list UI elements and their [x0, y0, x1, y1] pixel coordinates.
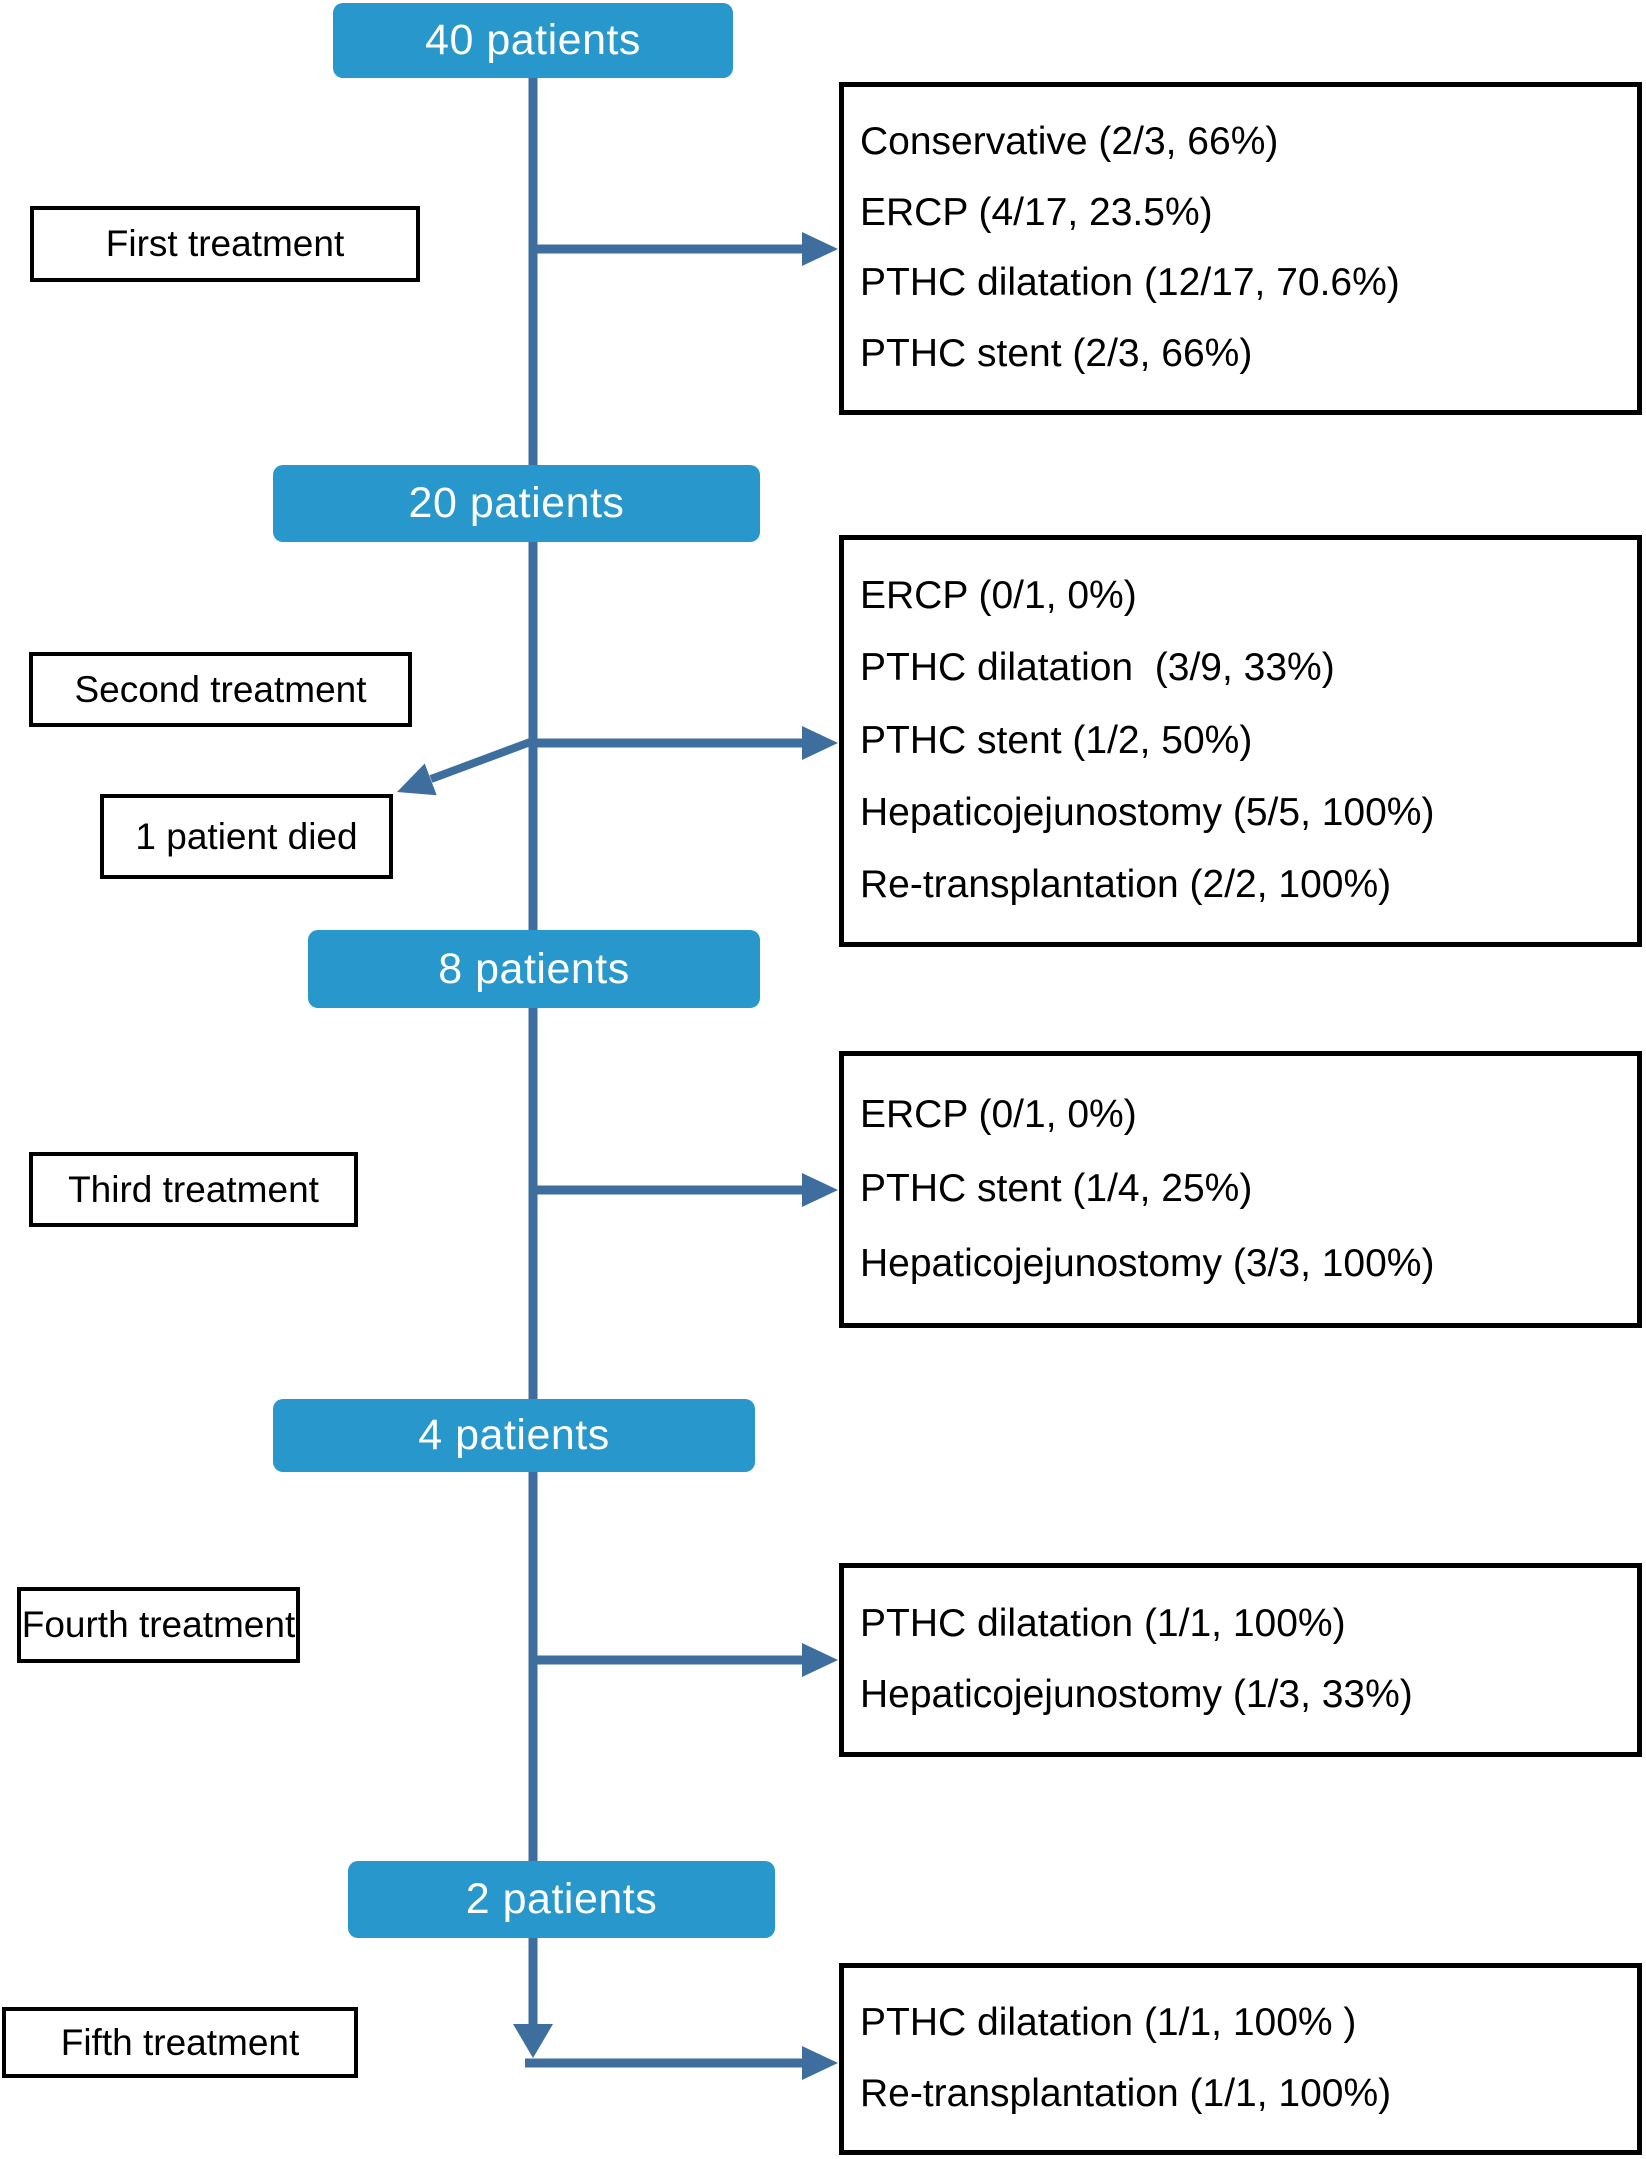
diagonal-arrow-to-died	[429, 737, 535, 783]
outcomes-box-fifth-treatment: PTHC dilatation (1/1, 100% ) Re-transpla…	[839, 1963, 1642, 2155]
treatment-label: Third treatment	[68, 1168, 319, 1210]
stage-box-8-patients: 8 patients	[308, 930, 760, 1008]
branch-arrowhead-third	[802, 1173, 838, 1207]
branch-arrowhead-fifth	[802, 2046, 838, 2080]
outcome-item: PTHC dilatation (1/1, 100% )	[860, 2001, 1357, 2045]
stage-box-4-patients: 4 patients	[273, 1399, 755, 1472]
stage-label: 40 patients	[425, 16, 641, 64]
outcome-item: Conservative (2/3, 66%)	[860, 119, 1279, 163]
stage-label: 2 patients	[465, 1875, 658, 1923]
outcome-item: ERCP (4/17, 23.5%)	[860, 190, 1213, 234]
outcome-item: Re-transplantation (2/2, 100%)	[860, 862, 1392, 906]
label-box-patient-died: 1 patient died	[100, 794, 393, 879]
outcome-item: PTHC stent (1/2, 50%)	[860, 718, 1253, 762]
diagonal-arrowhead-to-died	[397, 763, 437, 796]
branch-arrowhead-second	[802, 726, 838, 760]
label-box-first-treatment: First treatment	[30, 206, 420, 282]
treatment-label: Fourth treatment	[21, 1604, 296, 1645]
outcomes-box-third-treatment: ERCP (0/1, 0%) PTHC stent (1/4, 25%) Hep…	[839, 1051, 1642, 1328]
stage-box-2-patients: 2 patients	[348, 1861, 775, 1938]
treatment-label: First treatment	[105, 223, 345, 264]
outcome-item: Re-transplantation (1/1, 100%)	[860, 2072, 1392, 2116]
label-box-second-treatment: Second treatment	[29, 652, 412, 727]
label-box-fourth-treatment: Fourth treatment	[17, 1587, 300, 1663]
label-box-third-treatment: Third treatment	[29, 1152, 358, 1227]
outcomes-box-first-treatment: Conservative (2/3, 66%) ERCP (4/17, 23.5…	[839, 82, 1642, 415]
outcome-item: PTHC stent (1/4, 25%)	[860, 1167, 1253, 1211]
trunk-down-arrowhead	[513, 2024, 553, 2058]
outcome-item: PTHC dilatation (12/17, 70.6%)	[860, 261, 1400, 305]
outcome-item: PTHC stent (2/3, 66%)	[860, 332, 1253, 376]
stage-label: 20 patients	[408, 479, 625, 527]
outcome-item: ERCP (0/1, 0%)	[860, 574, 1137, 618]
stage-box-20-patients: 20 patients	[273, 465, 760, 542]
outcome-item: Hepaticojejunostomy (5/5, 100%)	[860, 790, 1435, 834]
outcomes-box-fourth-treatment: PTHC dilatation (1/1, 100%) Hepaticojeju…	[839, 1563, 1642, 1757]
stage-box-40-patients: 40 patients	[333, 3, 733, 78]
outcome-item: Hepaticojejunostomy (3/3, 100%)	[860, 1241, 1435, 1285]
treatment-label: Fifth treatment	[60, 2021, 300, 2063]
stage-label: 8 patients	[438, 944, 630, 993]
stage-label: 4 patients	[418, 1411, 610, 1459]
treatment-label: Second treatment	[74, 668, 367, 710]
branch-arrowhead-fourth	[802, 1643, 838, 1677]
died-label: 1 patient died	[135, 815, 358, 857]
outcome-item: Hepaticojejunostomy (1/3, 33%)	[860, 1673, 1413, 1717]
label-box-fifth-treatment: Fifth treatment	[2, 2007, 358, 2078]
outcome-item: ERCP (0/1, 0%)	[860, 1092, 1137, 1136]
outcomes-box-second-treatment: ERCP (0/1, 0%) PTHC dilatation (3/9, 33%…	[839, 535, 1642, 947]
outcome-item: PTHC dilatation (3/9, 33%)	[860, 646, 1335, 690]
branch-arrowhead-first	[802, 232, 838, 266]
outcome-item: PTHC dilatation (1/1, 100%)	[860, 1601, 1346, 1645]
